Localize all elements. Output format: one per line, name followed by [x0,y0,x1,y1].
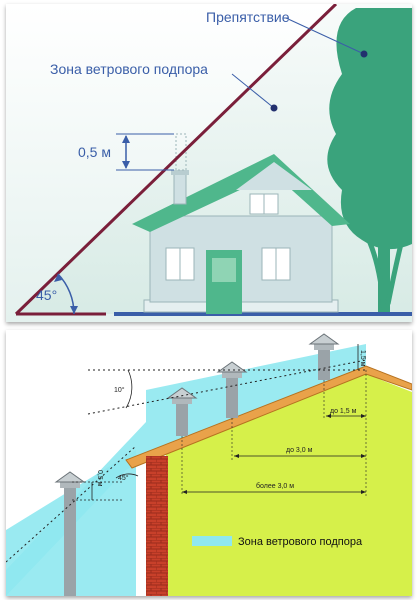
height-05-label: 0,5 м [96,470,103,487]
wind-zone-label: Зона ветрового подпора [50,61,208,77]
brick-chimney [146,456,168,596]
obstacle-marker [360,50,368,58]
angle-label-45: 45° [36,287,57,303]
dist-upto-30-label: до 3,0 м [286,447,313,454]
top-diagram-svg: 45° 0,5 м Препятствие Зона ветрового под… [6,4,412,322]
bottom-diagram-svg: 10° 0,5 м 45° 1,5 м до 1,5 м до 3,0 м бо… [6,330,412,596]
house [132,133,350,314]
dist-over-30-label: более 3,0 м [256,482,294,490]
pipe-2 [166,387,198,436]
wind-zone-diagram-bottom: 10° 0,5 м 45° 1,5 м до 1,5 м до 3,0 м бо… [6,330,412,596]
legend-label: Зона ветрового подпора [238,536,363,548]
wind-zone-boundary-line [14,4,338,316]
wind-zone-marker [270,104,278,112]
angle-label-45: 45° [118,474,129,482]
obstacle-label: Препятствие [206,9,290,25]
ground-line [114,312,412,316]
height-15-label: 1,5 м [359,350,366,367]
legend-swatch [192,536,232,546]
dist-upto-15-label: до 1,5 м [330,408,357,415]
angle-label-10: 10° [114,386,125,394]
height-label: 0,5 м [78,144,111,160]
legend: Зона ветрового подпора [192,536,363,548]
wind-zone-diagram-top: 45° 0,5 м Препятствие Зона ветрового под… [6,4,412,322]
pipe-left [54,471,86,596]
height-dimension [116,133,174,171]
tree-obstacle [327,8,412,315]
pipe-4 [308,333,340,380]
